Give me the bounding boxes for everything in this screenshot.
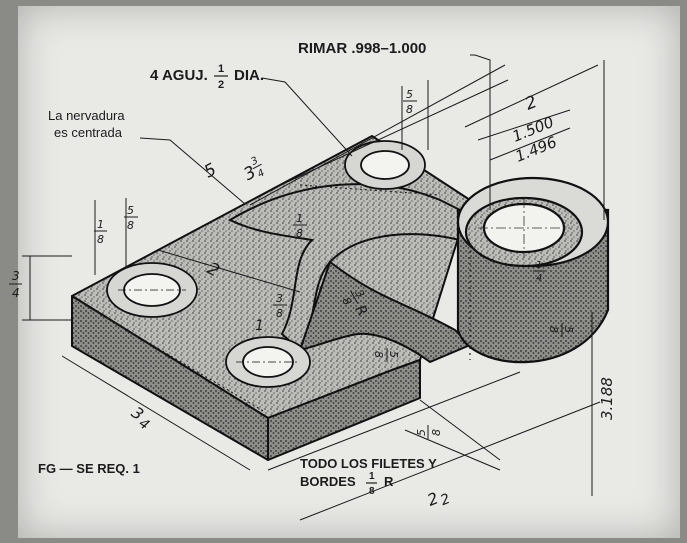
base-right-face <box>267 359 421 461</box>
svg-text:1: 1 <box>296 212 303 225</box>
svg-text:8: 8 <box>296 227 303 240</box>
svg-text:3: 3 <box>12 269 20 283</box>
rib-note-line2: es centrada <box>54 125 123 140</box>
dim-3-4-bottom: 3 4 <box>128 403 152 434</box>
svg-text:8: 8 <box>547 326 560 333</box>
hole-left <box>106 262 198 318</box>
dim-2-1-2: 2 2 <box>425 488 453 509</box>
svg-text:8: 8 <box>406 103 413 116</box>
holes-prefix: 4 AGUJ. <box>150 67 208 84</box>
fillets-num: 1 <box>369 471 375 482</box>
dim-1-4-boss: 1 4 <box>533 260 545 284</box>
dim-1-mid: 1 <box>255 318 264 334</box>
boss-cylinder <box>456 176 610 364</box>
svg-text:1: 1 <box>536 260 542 271</box>
svg-text:5: 5 <box>387 351 400 358</box>
dim-3-8-mid: 3 8 <box>273 292 287 320</box>
holes-note: 4 AGUJ. 1 2 DIA. <box>150 63 264 91</box>
dim-5: 5 <box>201 160 220 183</box>
dim-3188: 3.188 <box>598 377 616 420</box>
svg-text:8: 8 <box>372 351 385 358</box>
hole-back <box>344 140 426 190</box>
dim-5-8-left: 5 8 <box>124 204 138 232</box>
holes-suffix: DIA. <box>234 67 264 84</box>
svg-text:5: 5 <box>406 88 413 101</box>
dim-3-3-4: 3 3 4 <box>241 155 267 185</box>
dim-5-8-top: 5 8 <box>403 88 417 116</box>
svg-text:4: 4 <box>536 273 542 284</box>
dim-2-top: 2 <box>522 92 540 115</box>
fillets-line1: TODO LOS FILETES Y <box>300 456 437 471</box>
svg-text:3: 3 <box>276 292 283 305</box>
dim-5-8-right: 5 8 <box>415 425 443 439</box>
dim-5-8-boss: 5 8 <box>547 323 575 337</box>
ream-note: RIMAR .998–1.000 <box>298 40 426 57</box>
svg-text:3: 3 <box>249 155 260 168</box>
dim-1-8-left: 1 8 <box>94 218 107 246</box>
dimension-lines <box>22 54 605 521</box>
svg-text:5: 5 <box>127 204 134 217</box>
svg-text:4: 4 <box>12 286 20 300</box>
figure-id: FG — SE REQ. 1 <box>38 461 140 476</box>
dim-5-8-rib: 5 8 <box>372 348 400 362</box>
svg-text:8: 8 <box>276 307 283 320</box>
fillet-marks <box>84 184 471 413</box>
hole-front <box>225 336 311 388</box>
holes-den: 2 <box>218 79 224 91</box>
mounting-holes <box>106 140 426 388</box>
dim-3-4-left: 3 4 <box>9 269 22 300</box>
svg-text:5: 5 <box>415 429 428 436</box>
svg-text:8: 8 <box>430 429 443 436</box>
svg-text:8: 8 <box>97 233 104 246</box>
fillets-line2: BORDES <box>300 474 356 489</box>
svg-text:2: 2 <box>438 491 452 509</box>
svg-text:2: 2 <box>425 488 442 509</box>
fillets-suffix: R <box>384 474 394 489</box>
holes-num: 1 <box>218 63 224 75</box>
dim-1-8-rib: 1 8 <box>293 212 307 240</box>
fillets-note: TODO LOS FILETES Y BORDES 1 8 R <box>300 456 437 497</box>
rib-slope <box>298 260 472 364</box>
fillets-den: 8 <box>369 486 375 497</box>
svg-text:1: 1 <box>97 218 104 231</box>
rib-note-line1: La nervadura <box>48 108 125 123</box>
svg-text:5: 5 <box>562 326 575 333</box>
svg-text:8: 8 <box>127 219 134 232</box>
svg-text:4: 4 <box>256 168 267 181</box>
